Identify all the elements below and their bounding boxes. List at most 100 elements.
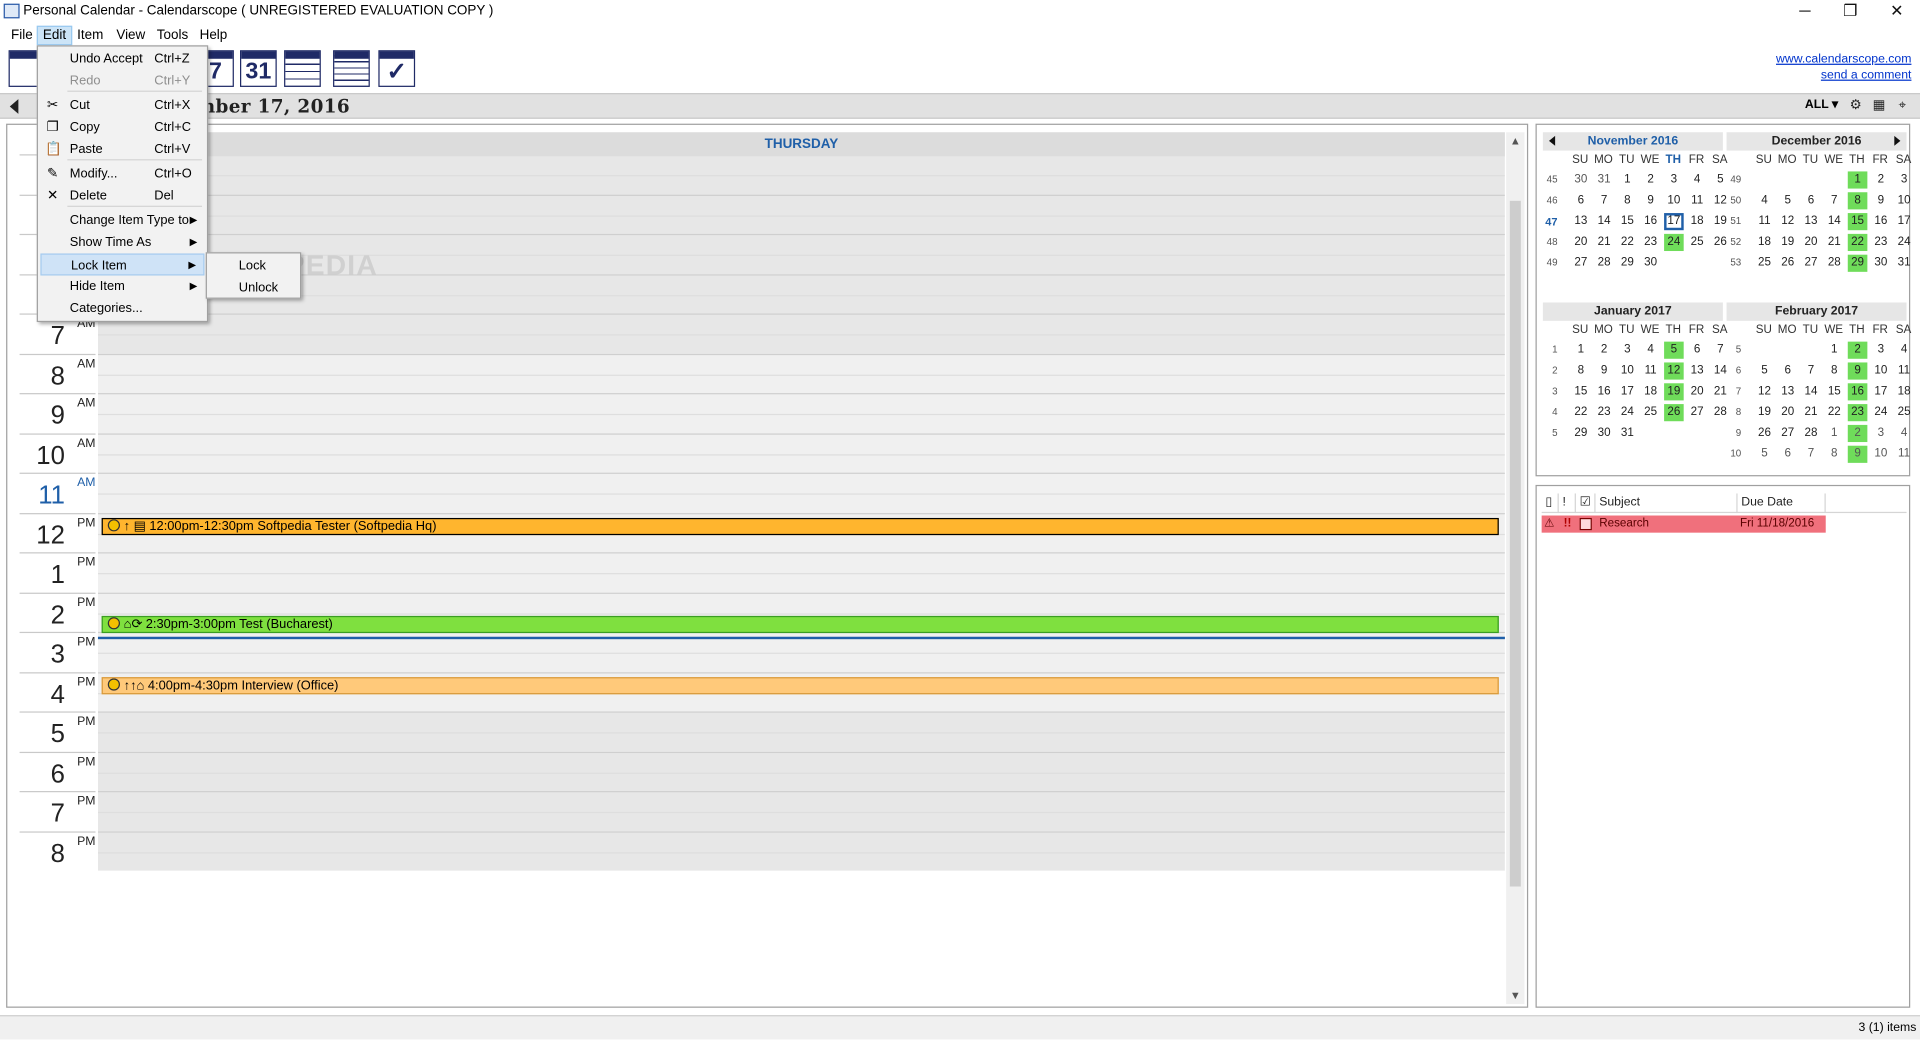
appointment[interactable]: ↑ ▤ 12:00pm-12:30pm Softpedia Tester (So… xyxy=(101,517,1499,535)
calendar-day[interactable]: 5 xyxy=(1784,193,1792,207)
week-number[interactable]: 5 xyxy=(1735,344,1742,356)
calendar-day[interactable]: 3 xyxy=(1877,342,1885,357)
close-button[interactable]: ✕ xyxy=(1890,1,1904,20)
month-view-button[interactable]: 31 xyxy=(240,50,277,87)
subject-column-header[interactable]: Subject xyxy=(1596,493,1738,514)
calendar-day[interactable]: 14 xyxy=(1804,384,1818,398)
calendar-day[interactable]: 2 xyxy=(1877,172,1885,187)
calendar-day[interactable]: 28 xyxy=(1804,426,1818,440)
calendar-day[interactable]: 29 xyxy=(1620,255,1634,270)
calendar-day[interactable]: 22 xyxy=(1574,405,1588,419)
week-number[interactable]: 7 xyxy=(1735,385,1742,397)
menu-item-hide-item[interactable]: Hide Item▶ xyxy=(40,276,204,298)
week-number[interactable]: 3 xyxy=(1552,385,1558,397)
calendar-day[interactable]: 1 xyxy=(1831,342,1838,357)
calendar-day[interactable]: 21 xyxy=(1804,405,1818,419)
calendar-day[interactable]: 28 xyxy=(1597,255,1611,270)
calendar-day[interactable]: 22 xyxy=(1620,235,1634,249)
calendar-day[interactable]: 9 xyxy=(1647,193,1654,207)
calendar-day[interactable]: 31 xyxy=(1897,255,1911,270)
calendar-day[interactable]: 7 xyxy=(1807,446,1815,461)
calendar-day[interactable]: 22 xyxy=(1847,233,1868,252)
calendar-day[interactable]: 24 xyxy=(1874,405,1888,419)
send-comment-link[interactable]: send a comment xyxy=(1820,68,1912,83)
calendar-day[interactable]: 30 xyxy=(1597,426,1611,440)
calendar-day[interactable]: 21 xyxy=(1713,384,1727,398)
calendar-day[interactable]: 9 xyxy=(1600,363,1608,378)
menu-help[interactable]: Help xyxy=(199,28,228,43)
calendar-day[interactable]: 2 xyxy=(1847,424,1868,443)
calendar-day[interactable]: 18 xyxy=(1644,384,1658,398)
calendar-day[interactable]: 25 xyxy=(1690,235,1704,249)
calendar-day[interactable]: 16 xyxy=(1597,384,1611,398)
calendar-day[interactable]: 1 xyxy=(1577,342,1585,357)
calendar-day[interactable]: 7 xyxy=(1717,342,1724,357)
calendar-day[interactable]: 26 xyxy=(1664,404,1684,422)
calendar-day[interactable]: 31 xyxy=(1597,172,1611,187)
week-view-button[interactable] xyxy=(284,50,321,87)
week-number[interactable]: 49 xyxy=(1546,257,1558,269)
calendar-day[interactable]: 12 xyxy=(1781,214,1795,228)
settings-gear-icon[interactable]: ⚙ xyxy=(1849,97,1862,113)
week-number[interactable]: 46 xyxy=(1546,194,1558,206)
website-link[interactable]: www.calendarscope.com xyxy=(1776,52,1912,67)
calendar-day[interactable]: 20 xyxy=(1781,405,1795,419)
calendar-day[interactable]: 30 xyxy=(1644,255,1658,270)
time-slot[interactable] xyxy=(97,751,1505,792)
calendar-day[interactable]: 25 xyxy=(1897,405,1911,419)
calendar-day[interactable]: 28 xyxy=(1827,255,1841,270)
calendar-day[interactable]: 6 xyxy=(1693,342,1701,357)
calendar-day[interactable]: 5 xyxy=(1761,446,1768,461)
menu-item[interactable]: Item xyxy=(77,28,104,43)
calendar-day[interactable]: 4 xyxy=(1761,193,1768,207)
calendar-day[interactable]: 5 xyxy=(1717,172,1724,187)
calendar-day[interactable]: 20 xyxy=(1804,235,1818,249)
task-checkbox[interactable] xyxy=(1579,517,1592,531)
calendar-day[interactable]: 15 xyxy=(1574,384,1588,398)
calendar-day[interactable]: 3 xyxy=(1670,172,1678,187)
scrollbar-thumb[interactable] xyxy=(1509,200,1521,887)
calendar-day[interactable]: 16 xyxy=(1644,214,1658,228)
menu-item-modify[interactable]: ✎Modify...Ctrl+O xyxy=(40,163,204,185)
week-number[interactable]: 10 xyxy=(1730,448,1742,460)
calendar-day[interactable]: 25 xyxy=(1644,405,1658,419)
calendar-day[interactable]: 19 xyxy=(1781,235,1795,249)
calendar-day[interactable]: 26 xyxy=(1713,235,1727,249)
calendar-day[interactable]: 5 xyxy=(1664,341,1684,359)
calendar-day[interactable]: 9 xyxy=(1847,445,1868,463)
calendar-day[interactable]: 6 xyxy=(1577,193,1585,207)
previous-day-arrow-icon[interactable] xyxy=(9,99,19,114)
calendar-day[interactable]: 15 xyxy=(1620,214,1634,228)
week-number[interactable]: 8 xyxy=(1735,406,1742,418)
menu-item-change-item-type-to[interactable]: Change Item Type to▶ xyxy=(40,209,204,231)
calendar-day[interactable]: 19 xyxy=(1758,405,1771,419)
time-slot[interactable] xyxy=(97,353,1505,394)
submenu-lock[interactable]: Lock xyxy=(238,258,266,274)
prev-month-arrow-icon[interactable] xyxy=(1548,135,1556,146)
calendar-day[interactable]: 4 xyxy=(1647,342,1654,357)
time-slot[interactable] xyxy=(97,233,1505,274)
time-slot[interactable] xyxy=(97,393,1505,433)
calendar-day[interactable]: 30 xyxy=(1574,172,1588,187)
calendar-panel-icon[interactable]: ▦ xyxy=(1872,97,1886,113)
calendar-day[interactable]: 7 xyxy=(1600,193,1608,207)
calendar-day[interactable]: 23 xyxy=(1847,404,1868,422)
calendar-day[interactable]: 23 xyxy=(1597,405,1611,419)
calendar-day[interactable]: 18 xyxy=(1690,214,1704,228)
scroll-up-arrow-icon[interactable]: ▲ xyxy=(1509,134,1521,147)
calendar-day[interactable]: 6 xyxy=(1807,193,1815,207)
calendar-day[interactable]: 19 xyxy=(1664,383,1684,401)
menu-tools[interactable]: Tools xyxy=(156,28,189,43)
calendar-day[interactable]: 6 xyxy=(1784,446,1792,461)
calendar-day[interactable]: 27 xyxy=(1574,255,1588,270)
calendar-day[interactable]: 29 xyxy=(1847,254,1868,272)
time-slot[interactable] xyxy=(97,156,1505,195)
calendar-day[interactable]: 14 xyxy=(1827,214,1841,228)
calendar-day[interactable]: 11 xyxy=(1644,363,1657,378)
calendar-day[interactable]: 10 xyxy=(1620,363,1634,378)
list-view-button[interactable] xyxy=(333,50,370,87)
submenu-unlock[interactable]: Unlock xyxy=(238,280,279,296)
calendar-day[interactable]: 2 xyxy=(1847,341,1868,359)
